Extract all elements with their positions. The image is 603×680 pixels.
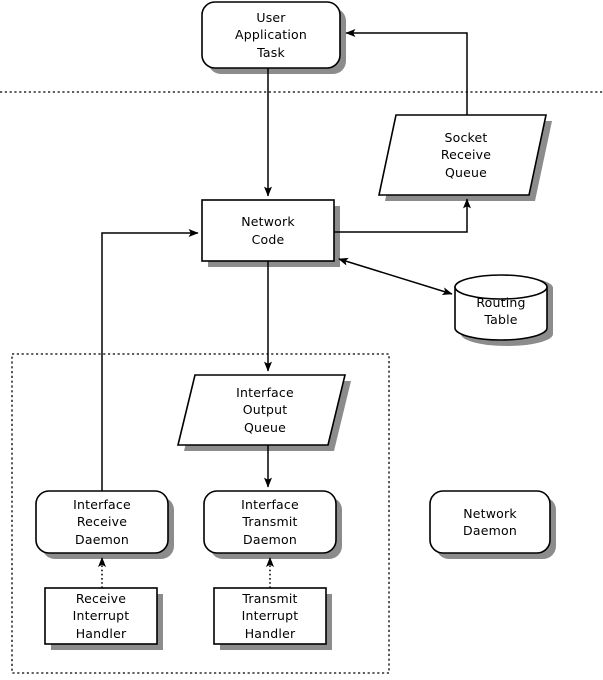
- node-interface-transmit-daemon[interactable]: [203, 490, 337, 554]
- node-interface-receive-daemon[interactable]: [35, 490, 169, 554]
- node-network-daemon[interactable]: [429, 490, 551, 554]
- connector-network-code-to-socket-queue: [334, 198, 471, 233]
- node-network-code[interactable]: [201, 199, 335, 262]
- connector-receive-daemon-to-network-code: [101, 229, 199, 491]
- diagram-connectors: [98, 29, 471, 588]
- node-socket-receive-queue[interactable]: [378, 114, 547, 196]
- node-outlines: [35, 1, 551, 645]
- connector-network-code-routing-table: [338, 257, 453, 296]
- node-interface-output-queue[interactable]: [176, 374, 347, 446]
- node-routing-table[interactable]: [454, 274, 548, 341]
- connector-socket-queue-to-app: [345, 29, 468, 115]
- network-daemon-boundary: [11, 353, 390, 674]
- node-receive-interrupt-handler[interactable]: [44, 587, 158, 645]
- node-transmit-interrupt-handler[interactable]: [213, 587, 327, 645]
- node-user-application-task[interactable]: [201, 1, 341, 69]
